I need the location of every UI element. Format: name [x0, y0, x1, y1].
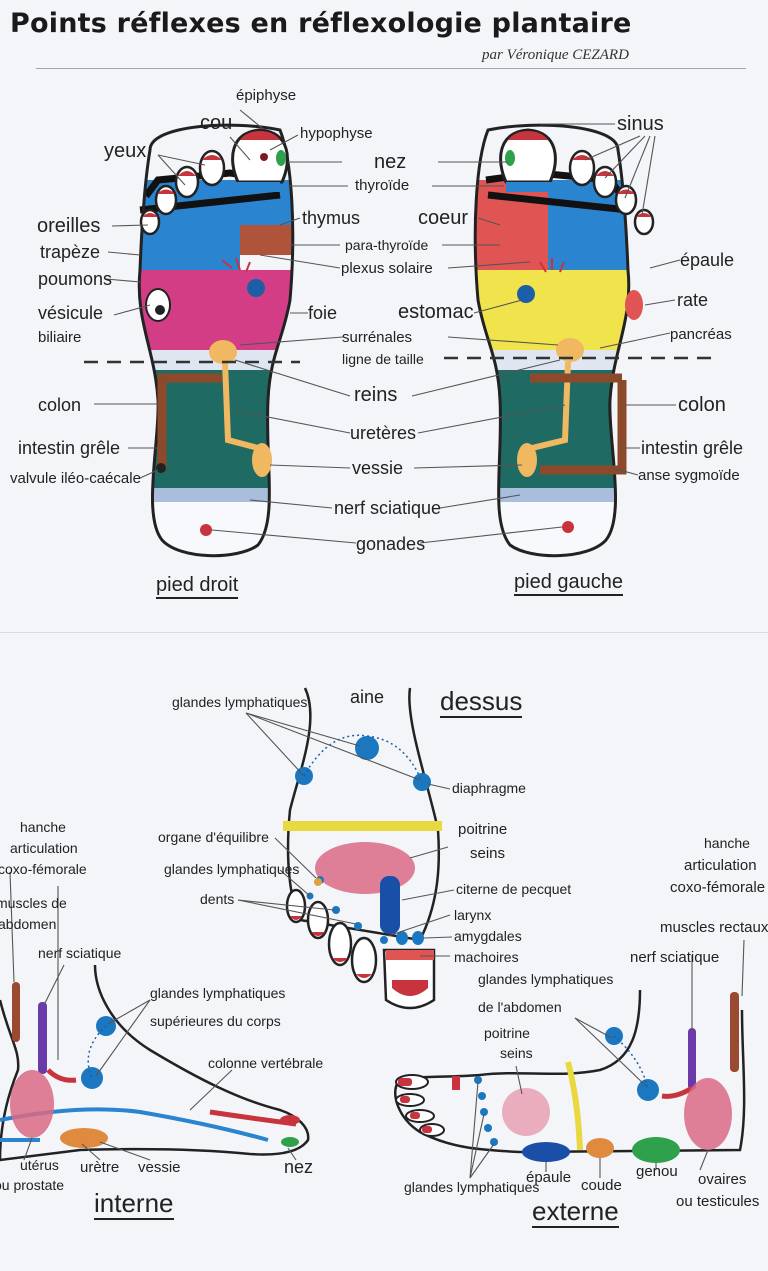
page-fold: [0, 632, 768, 633]
label-epiphyse: épiphyse: [236, 87, 297, 104]
dessus-foot: [283, 687, 442, 1010]
label-hanche-externe: hanche: [704, 835, 750, 851]
waist-line: [84, 356, 720, 364]
label-ou-testicules: ou testicules: [676, 1193, 760, 1210]
label-coude: coude: [581, 1177, 622, 1194]
caption-externe: externe: [532, 1196, 619, 1228]
label-vesicule: vésicule: [38, 303, 104, 323]
sole-leader-lines: [94, 109, 681, 544]
label-uretre: urètre: [80, 1159, 120, 1176]
label-abdomen: abdomen: [0, 916, 57, 932]
label-nez-interne: nez: [284, 1157, 314, 1177]
label-rate: rate: [677, 290, 709, 310]
label-nerf-sciatique-externe: nerf sciatique: [630, 949, 720, 966]
label-glandes-abdomen-1: glandes lymphatiques: [478, 971, 614, 987]
externe-leader-lines: [469, 939, 745, 1179]
label-ligne-de-taille: ligne de taille: [342, 351, 424, 367]
label-diaphragme: diaphragme: [452, 780, 526, 796]
label-plexus-solaire: plexus solaire: [341, 260, 433, 277]
label-colonne-vertebrale: colonne vertébrale: [208, 1055, 324, 1071]
label-reins: reins: [354, 384, 398, 406]
label-seins-externe: seins: [500, 1045, 533, 1061]
label-citerne-de-pecquet: citerne de pecquet: [456, 881, 572, 897]
label-intestin-grele-left: intestin grêle: [641, 438, 744, 458]
label-intestin-grele-right: intestin grêle: [18, 438, 121, 458]
interne-foot: [0, 964, 310, 1162]
label-poitrine-externe: poitrine: [484, 1025, 530, 1041]
label-machoires: machoires: [454, 949, 519, 965]
label-larynx: larynx: [454, 907, 492, 923]
label-colon-right: colon: [38, 395, 82, 415]
label-glandes-lymphatiques-mid: glandes lymphatiques: [164, 861, 300, 877]
label-glandes-superieures-1: glandes lymphatiques: [150, 985, 286, 1001]
label-yeux: yeux: [104, 140, 147, 162]
label-ovaires: ovaires: [698, 1171, 747, 1188]
label-foie: foie: [308, 303, 338, 323]
right-sole-foot: [137, 123, 295, 558]
label-oreilles: oreilles: [37, 215, 101, 237]
label-para-thyroide: para-thyroïde: [345, 237, 429, 253]
label-articulation-externe: articulation: [684, 857, 757, 874]
label-coxo-femorale-interne: coxo-fémorale: [0, 861, 87, 877]
label-estomac: estomac: [398, 301, 474, 323]
label-hypophyse: hypophyse: [300, 125, 373, 142]
interne-leader-lines: [9, 871, 297, 1161]
label-cou: cou: [200, 112, 233, 134]
label-anse-sygmoide: anse sygmoïde: [638, 467, 740, 484]
label-hanche-interne: hanche: [20, 819, 66, 835]
author-credit: par Véronique CEZARD: [482, 47, 629, 63]
label-gonades: gonades: [356, 534, 426, 554]
caption-pied-droit: pied droit: [156, 575, 239, 599]
left-sole-foot: [473, 123, 655, 558]
label-colon-left: colon: [678, 394, 726, 416]
label-nez: nez: [374, 151, 407, 173]
label-coeur: coeur: [418, 207, 469, 229]
caption-interne: interne: [94, 1188, 174, 1220]
caption-pied-gauche: pied gauche: [514, 572, 623, 596]
label-surrenales: surrénales: [342, 329, 413, 346]
label-aine: aine: [350, 687, 385, 707]
label-trapeze: trapèze: [40, 242, 101, 262]
label-glandes-lymphatiques-externe: glandes lymphatiques: [404, 1179, 540, 1195]
label-pancreas: pancréas: [670, 326, 732, 343]
page-title: Points réflexes en réflexologie plantair…: [10, 8, 632, 39]
label-nerf-sciatique-soles: nerf sciatique: [334, 498, 442, 518]
label-sinus: sinus: [617, 113, 664, 135]
label-muscles-rectaux: muscles rectaux: [660, 919, 768, 936]
label-uterus: utérus: [20, 1157, 59, 1173]
label-poitrine-dessus: poitrine: [458, 821, 508, 838]
label-epaule: épaule: [680, 250, 735, 270]
label-glandes-abdomen-2: de l'abdomen: [478, 999, 562, 1015]
label-ou-prostate: ou prostate: [0, 1177, 65, 1193]
label-amygdales: amygdales: [454, 928, 522, 944]
label-thyroide: thyroïde: [355, 177, 410, 194]
label-seins-dessus: seins: [470, 845, 506, 862]
label-thymus: thymus: [302, 208, 361, 228]
label-coxo-femorale-externe: coxo-fémorale: [670, 879, 766, 896]
label-dents: dents: [200, 891, 235, 907]
label-muscles-de: muscles de: [0, 895, 67, 911]
label-ureteres: uretères: [350, 423, 417, 443]
label-organe-equilibre: organe d'équilibre: [158, 829, 269, 845]
title-rule: [36, 68, 746, 69]
label-vessie-interne: vessie: [138, 1159, 181, 1176]
externe-foot: [393, 989, 746, 1163]
label-articulation-interne: articulation: [10, 840, 78, 856]
dessus-leader-lines: [237, 712, 455, 957]
label-biliaire: biliaire: [38, 329, 82, 346]
label-vessie: vessie: [352, 458, 404, 478]
label-poumons: poumons: [38, 269, 113, 289]
label-valvule: valvule iléo-caécale: [10, 470, 141, 487]
label-glandes-lymphatiques-top: glandes lymphatiques: [172, 694, 308, 710]
caption-dessus: dessus: [440, 686, 523, 718]
label-genou: genou: [636, 1163, 678, 1180]
label-nerf-sciatique-interne: nerf sciatique: [38, 945, 122, 961]
label-glandes-superieures-2: supérieures du corps: [150, 1013, 281, 1029]
label-epaule-externe: épaule: [526, 1169, 572, 1186]
